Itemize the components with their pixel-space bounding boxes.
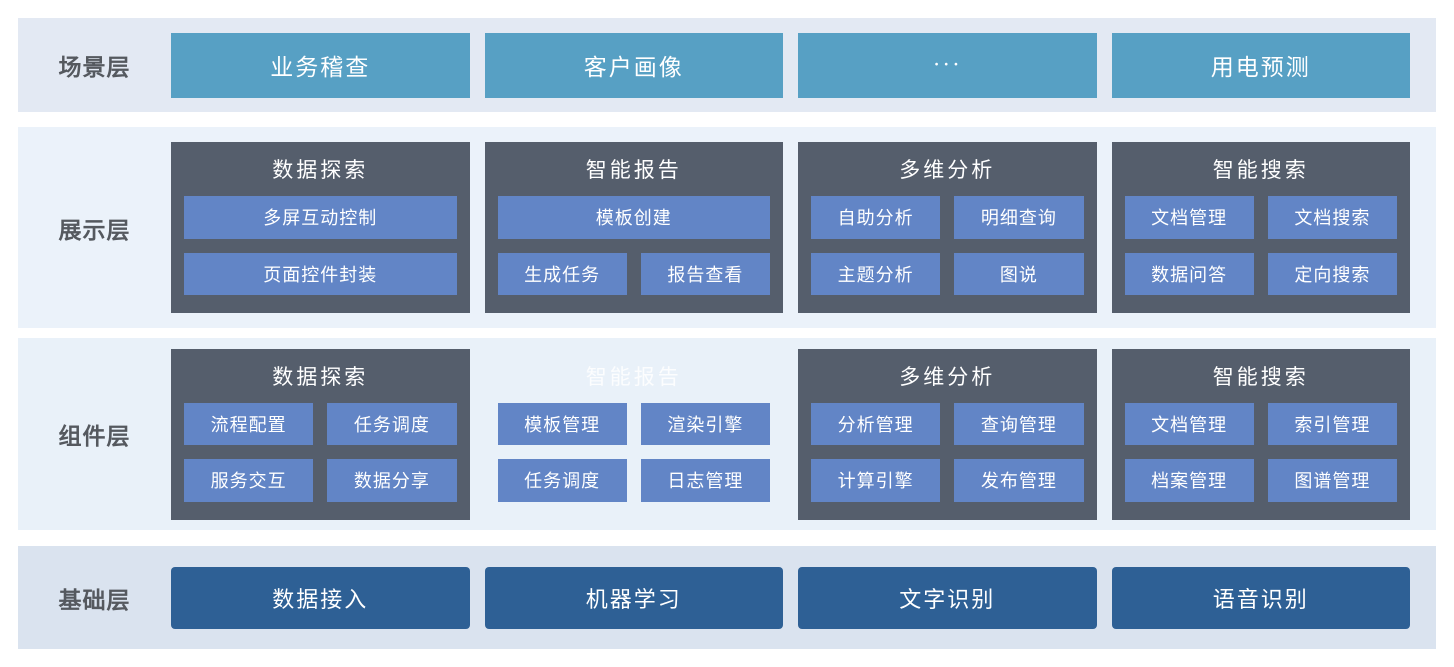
scenario-box: 用电预测 [1111,32,1410,98]
display-card: 多维分析自助分析明细查询主题分析图说 [798,142,1097,313]
card-title: 智能报告 [585,158,682,182]
display-card: 数据探索多屏互动控制页面控件封装 [171,142,470,313]
layer-base: 基础层 数据接入机器学习文字识别语音识别 [18,546,1436,649]
base-box: 语音识别 [1111,566,1410,629]
card-row: 多屏互动控制 [184,196,457,239]
sub-box: 数据分享 [327,459,457,502]
card-title: 智能报告 [585,364,682,389]
sub-box: 自助分析 [811,196,941,239]
sub-box: 日志管理 [640,459,770,502]
component-card: 多维分析分析管理查询管理计算引擎发布管理 [798,348,1097,520]
sub-box: 文档管理 [1124,196,1254,239]
layer-component-content: 数据探索流程配置任务调度服务交互数据分享智能报告模板管理渲染引擎任务调度日志管理… [171,338,1436,530]
card-body: 模板创建生成任务报告查看 [497,196,770,295]
sub-box: 索引管理 [1267,402,1397,445]
sub-box: 服务交互 [184,459,314,502]
sub-box: 文档搜索 [1267,196,1397,239]
card-body: 文档管理文档搜索数据问答定向搜索 [1124,196,1397,295]
base-box: 数据接入 [171,566,470,629]
layer-label-scenario: 场景层 [58,54,131,80]
layer-component: 组件层数据探索流程配置任务调度服务交互数据分享智能报告模板管理渲染引擎任务调度日… [18,338,1436,530]
sub-box: 发布管理 [954,459,1084,502]
card-row: 主题分析图说 [811,252,1084,295]
sub-box: 流程配置 [184,402,314,445]
card-row: 模板管理渲染引擎 [497,402,770,445]
sub-box: 页面控件封装 [184,252,457,295]
card-row: 页面控件封装 [184,252,457,295]
sub-box: 定向搜索 [1267,252,1397,295]
display-card: 智能搜索文档管理文档搜索数据问答定向搜索 [1111,142,1410,313]
sub-box: 任务调度 [327,402,457,445]
layer-display: 展示层数据探索多屏互动控制页面控件封装智能报告模板创建生成任务报告查看多维分析自… [18,127,1436,328]
scenario-box: 业务稽查 [171,32,470,98]
card-title: 多维分析 [899,158,996,182]
card-title: 智能搜索 [1212,158,1309,182]
layer-label-component: 组件层 [58,423,131,449]
card-body: 流程配置任务调度服务交互数据分享 [184,402,457,502]
sub-box: 模板管理 [497,402,627,445]
sub-box: 图谱管理 [1267,459,1397,502]
sub-box: 查询管理 [954,402,1084,445]
sub-box: 多屏互动控制 [184,196,457,239]
card-body: 自助分析明细查询主题分析图说 [811,196,1084,295]
card-body: 多屏互动控制页面控件封装 [184,196,457,295]
sub-box: 档案管理 [1124,459,1254,502]
component-card: 智能报告模板管理渲染引擎任务调度日志管理 [485,349,784,520]
sub-box: 明细查询 [954,196,1084,239]
layer-scenario-content: 业务稽查客户画像···用电预测 [171,18,1436,112]
card-title: 数据探索 [272,158,369,182]
base-box: 文字识别 [798,566,1097,629]
sub-box: 主题分析 [811,252,941,295]
card-row: 档案管理图谱管理 [1124,459,1397,502]
card-row: 流程配置任务调度 [184,402,457,445]
card-title: 智能搜索 [1212,364,1309,389]
card-row: 自助分析明细查询 [811,196,1084,239]
base-box: 机器学习 [484,566,783,629]
card-row: 计算引擎发布管理 [811,459,1084,502]
layer-label-base: 基础层 [58,586,131,613]
card-row: 文档管理文档搜索 [1124,196,1397,239]
sub-box: 分析管理 [811,402,941,445]
sub-box: 渲染引擎 [640,402,770,445]
card-row: 生成任务报告查看 [497,252,770,295]
sub-box: 文档管理 [1124,402,1254,445]
card-body: 分析管理查询管理计算引擎发布管理 [811,402,1084,502]
card-title: 多维分析 [899,364,996,389]
component-card: 数据探索流程配置任务调度服务交互数据分享 [171,348,470,520]
card-body: 模板管理渲染引擎任务调度日志管理 [497,402,770,502]
sub-box: 图说 [954,252,1084,295]
card-body: 文档管理索引管理档案管理图谱管理 [1124,402,1397,502]
layer-label-display: 展示层 [58,216,131,243]
card-row: 服务交互数据分享 [184,459,457,502]
layer-display-content: 数据探索多屏互动控制页面控件封装智能报告模板创建生成任务报告查看多维分析自助分析… [171,127,1436,328]
sub-box: 生成任务 [497,252,627,295]
scenario-box: 客户画像 [484,32,783,98]
card-row: 文档管理索引管理 [1124,402,1397,445]
card-title: 数据探索 [272,364,369,389]
card-row: 数据问答定向搜索 [1124,252,1397,295]
card-row: 任务调度日志管理 [497,459,770,502]
card-row: 分析管理查询管理 [811,402,1084,445]
sub-box: 数据问答 [1124,252,1254,295]
sub-box: 任务调度 [497,459,627,502]
sub-box: 计算引擎 [811,459,941,502]
layer-scenario: 场景层 业务稽查客户画像···用电预测 [18,18,1436,112]
display-card: 智能报告模板创建生成任务报告查看 [484,142,783,313]
layer-base-content: 数据接入机器学习文字识别语音识别 [171,546,1436,649]
sub-box: 报告查看 [640,252,770,295]
card-row: 模板创建 [497,196,770,239]
component-card: 智能搜索文档管理索引管理档案管理图谱管理 [1111,348,1410,520]
scenario-box: ··· [798,32,1097,98]
sub-box: 模板创建 [497,196,770,239]
